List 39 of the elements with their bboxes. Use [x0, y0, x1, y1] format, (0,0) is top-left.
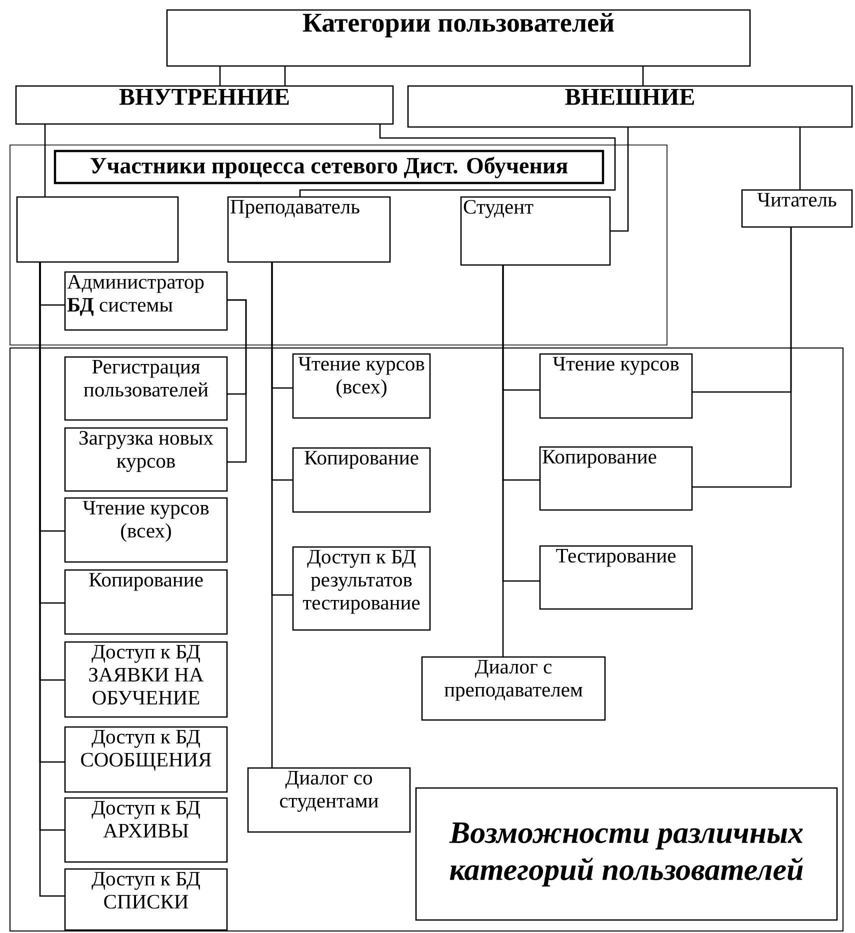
process-box: Копирование — [539, 446, 693, 511]
connector-line — [502, 265, 504, 657]
process-box: Администратор БД системы — [64, 271, 228, 331]
process-box: Чтение курсов (всех) — [64, 497, 228, 563]
connector-line — [271, 262, 273, 768]
process-box: Читатель — [741, 189, 853, 228]
category-box: Категории пользователей — [166, 9, 751, 67]
connector-line — [219, 66, 221, 86]
connector-line — [227, 299, 247, 463]
process-box: Доступ к БД ЗАЯВКИ НА ОБУЧЕНИЕ — [64, 641, 228, 718]
process-box: Диалог со студентами — [247, 767, 411, 833]
process-box: Доступ к БД АРХИВЫ — [64, 797, 228, 863]
process-box: Доступ к БД результатов тестирование — [292, 546, 431, 631]
process-box: Тестирование — [539, 545, 693, 610]
connector-line — [692, 227, 792, 488]
connector-line — [610, 127, 629, 232]
process-box: Регистрация пользователей — [64, 356, 228, 421]
connector-line — [44, 124, 46, 197]
process-box: Чтение курсов — [539, 353, 693, 419]
process-box: Копирование — [64, 569, 228, 635]
category-box: ВНУТРЕННИЕ — [15, 85, 394, 125]
process-box: Чтение курсов (всех) — [292, 353, 431, 419]
connector-line — [642, 66, 644, 86]
category-box: ВНЕШНИЕ — [407, 85, 853, 128]
process-box: Копирование — [292, 447, 431, 513]
process-box: Диалог с преподавателем — [421, 656, 606, 721]
process-box: Студент — [460, 196, 611, 266]
process-box: Доступ к БД СООБЩЕНИЯ — [64, 726, 228, 793]
heading-box: Участники процесса сетевого Дист. Обучения — [54, 150, 604, 184]
empty-box — [16, 196, 179, 263]
process-box: Доступ к БД СПИСКИ — [64, 868, 228, 931]
group-frame — [10, 348, 844, 932]
process-box: Преподаватель — [227, 196, 391, 263]
process-box: Загрузка новых курсов — [64, 427, 228, 492]
group-frame — [10, 144, 668, 346]
caption-box: Возможности различных категорий пользователей — [415, 787, 838, 921]
connector-line — [299, 124, 616, 197]
connector-line — [799, 127, 801, 190]
connector-line — [284, 66, 286, 86]
